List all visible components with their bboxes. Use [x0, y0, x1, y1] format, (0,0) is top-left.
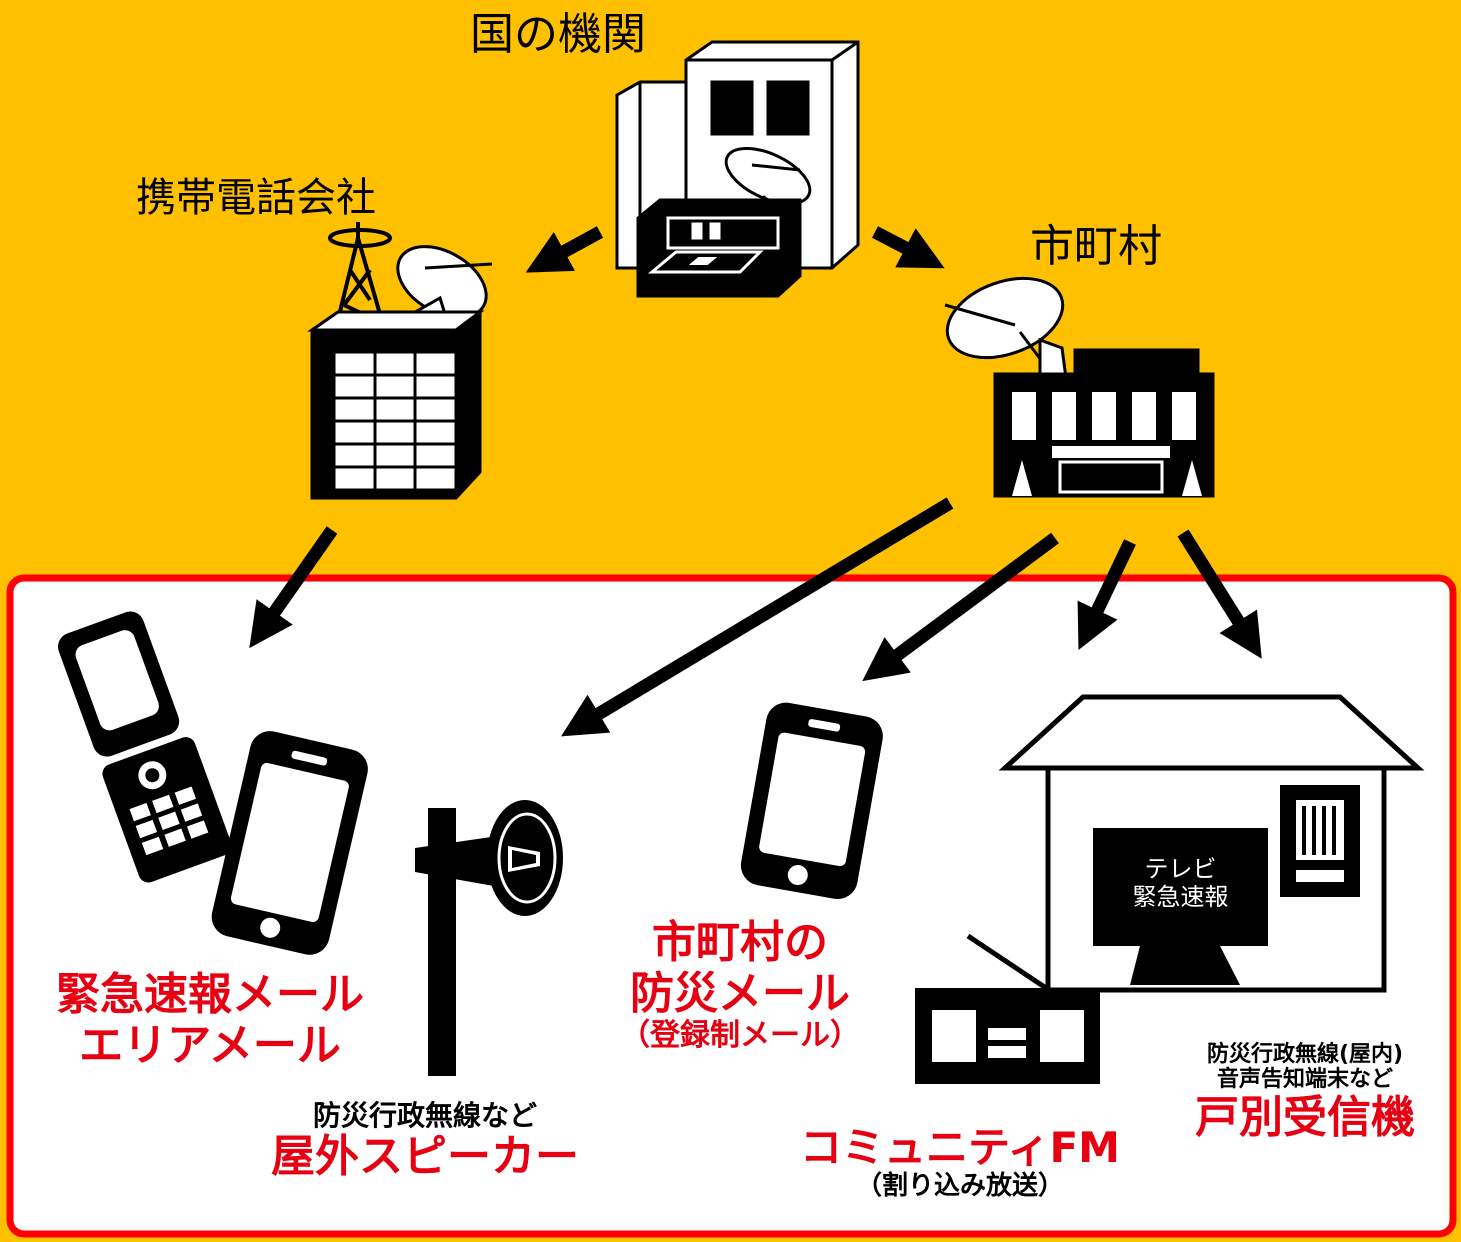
label-community-fm: コミュニティFM （割り込み放送）: [790, 1123, 1130, 1202]
outdoor-speaker-sub: 防災行政無線など: [312, 1099, 537, 1132]
arrow-city-to-fm: [1077, 539, 1136, 650]
arrow-city-to-mail: [862, 532, 1059, 682]
arrow-city-to-home: [1177, 529, 1262, 659]
emergency-mail-line1: 緊急速報メール: [56, 969, 364, 1020]
city-mail-line2: 防災メール: [630, 967, 850, 1019]
tv-line2: 緊急速報: [1132, 882, 1229, 911]
mail-smartphone-icon: [740, 702, 883, 900]
city-mail-line1: 市町村の: [652, 917, 828, 968]
flow-arrows: [249, 226, 1262, 737]
community-fm-note: （割り込み放送）: [855, 1171, 1064, 1202]
house-icon: [998, 694, 1425, 993]
arrow-gov-to-carrier: [525, 226, 604, 273]
government-building-icon: [615, 40, 860, 298]
label-home-receiver: 防災行政無線(屋内) 音声告知端末など 戸別受信機: [1170, 1042, 1440, 1143]
arrow-gov-to-city: [872, 226, 945, 269]
outdoor-speaker-icon: [415, 800, 563, 1076]
label-tv: テレビ 緊急速報: [1093, 855, 1268, 911]
label-city-mail: 市町村の 防災メール （登録制メール）: [600, 917, 880, 1054]
label-government: 国の機関: [470, 9, 646, 60]
radio-icon: [915, 933, 1100, 1084]
label-carrier: 携帯電話会社: [136, 175, 376, 221]
tv-screen: [1093, 828, 1268, 946]
home-receiver-title: 戸別受信機: [1195, 1091, 1415, 1143]
label-municipality: 市町村: [1030, 221, 1162, 272]
arrow-carrier-to-phones: [249, 526, 338, 649]
arrow-city-to-speaker: [561, 497, 954, 737]
outdoor-speaker-title: 屋外スピーカー: [271, 1131, 579, 1183]
flip-phone-icon: [58, 611, 232, 883]
municipality-building-icon: [944, 276, 1215, 498]
city-mail-note: （登録制メール）: [620, 1018, 860, 1054]
label-emergency-mail: 緊急速報メール エリアメール: [30, 969, 390, 1071]
home-receiver-sub2: 音声告知端末など: [1216, 1067, 1393, 1093]
home-receiver-sub1: 防災行政無線(屋内): [1206, 1042, 1404, 1067]
community-fm-title: コミュニティFM: [800, 1123, 1120, 1172]
tv-line1: テレビ: [1144, 855, 1217, 883]
emergency-mail-line2: エリアメール: [79, 1019, 341, 1071]
label-outdoor-speaker: 防災行政無線など 屋外スピーカー: [250, 1099, 600, 1183]
carrier-building-icon: [307, 222, 493, 500]
smartphone-icon: [211, 731, 368, 955]
